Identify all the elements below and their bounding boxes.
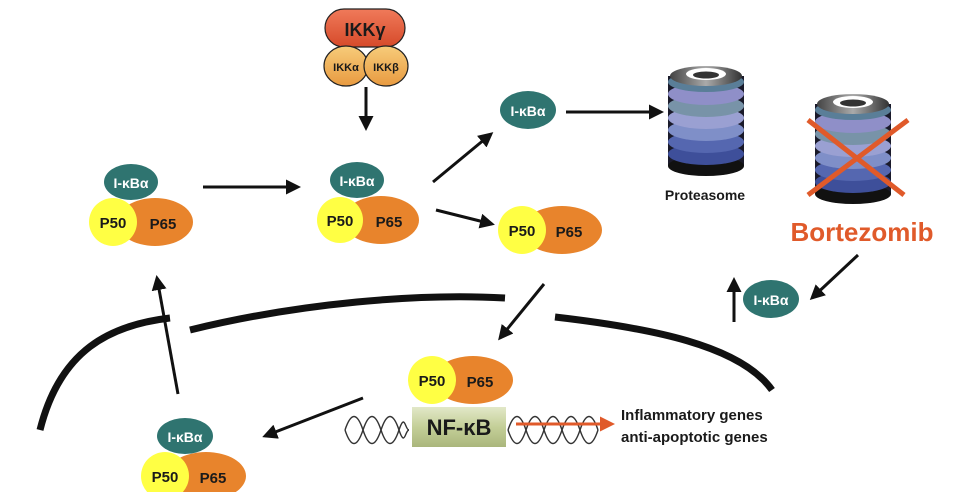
- ikb-shape: [500, 91, 556, 129]
- ikb-nfkb-complex-cytoplasm: I-κBα P50 P65: [89, 164, 193, 246]
- nfkb-label: NF-κB: [427, 415, 492, 440]
- ikk-gamma-label: IKKγ: [344, 20, 385, 40]
- ikb-label: I-κBα: [510, 103, 545, 119]
- arrow-bortezomib-to-ikb: [809, 253, 860, 301]
- dna-strand: [344, 415, 599, 445]
- nuclear-envelope-top: [189, 293, 506, 334]
- p65-shape: [433, 356, 513, 404]
- p50-label: P50: [100, 215, 127, 232]
- arrow-nfkb-release: [435, 208, 495, 229]
- p65-label: P65: [556, 224, 583, 241]
- ikb-shape: [104, 164, 158, 200]
- p65-shape: [343, 196, 419, 244]
- inhibition-cross-icon: [806, 118, 910, 197]
- ikk-beta-label: IKKβ: [373, 62, 399, 74]
- p65-label: P65: [467, 374, 494, 391]
- proteasome-label: Proteasome: [665, 187, 745, 203]
- arrow-nuclear-import: [498, 283, 546, 341]
- nfkb-binding-site-box: [412, 407, 506, 447]
- nfkb-dimer-released: P50 P65: [498, 206, 602, 254]
- ikk-beta-subunit: [363, 45, 409, 87]
- ikb-label: I-κBα: [753, 292, 788, 308]
- nuclear-envelope-right: [554, 313, 775, 393]
- genes-label-line2: anti-apoptotic genes: [621, 429, 768, 446]
- p65-label: P65: [200, 470, 227, 487]
- nfkb-dimer-nuclear: P50 P65: [408, 356, 513, 404]
- ikk-alpha-label: IKKα: [333, 62, 359, 74]
- p50-label: P50: [327, 213, 354, 230]
- proteasome-icon: [668, 66, 744, 176]
- p50-shape: [408, 356, 456, 404]
- inhibited-proteasome-icon: [815, 94, 891, 204]
- p50-label: P50: [509, 223, 536, 240]
- p50-shape: [317, 197, 363, 243]
- ikb-resynthesized: I-κBα: [743, 280, 799, 318]
- ikb-shape: [157, 418, 213, 454]
- p50-shape: [89, 198, 137, 246]
- arrow-ikb-binding-nucleus: [262, 396, 364, 439]
- p50-label: P50: [152, 469, 179, 486]
- ikb-label: I-κBα: [113, 175, 148, 191]
- ikb-shape: [743, 280, 799, 318]
- p50-shape: [498, 206, 546, 254]
- p65-label: P65: [376, 214, 403, 231]
- bortezomib-label: Bortezomib: [791, 217, 934, 247]
- p50-label: P50: [419, 373, 446, 390]
- ikb-free-degradation: I-κBα: [500, 91, 556, 129]
- nuclear-envelope-left: [36, 314, 171, 431]
- ikb-label: I-κBα: [339, 173, 374, 189]
- ikb-nfkb-complex-activated: I-κBα P50 P65: [317, 162, 419, 244]
- ikk-complex: IKKγ IKKα IKKβ: [323, 8, 409, 87]
- p50-shape: [141, 452, 189, 492]
- ikb-label: I-κBα: [167, 429, 202, 445]
- ikk-gamma-subunit: [324, 8, 406, 48]
- p65-label: P65: [150, 216, 177, 233]
- arrow-nuclear-export: [151, 275, 180, 395]
- genes-label-line1: Inflammatory genes: [621, 407, 763, 424]
- ikb-nfkb-complex-nuclear: I-κBα P50 P65: [141, 418, 246, 492]
- ikb-shape: [330, 162, 384, 198]
- p65-shape: [117, 198, 193, 246]
- arrow-ikb-release: [432, 132, 494, 184]
